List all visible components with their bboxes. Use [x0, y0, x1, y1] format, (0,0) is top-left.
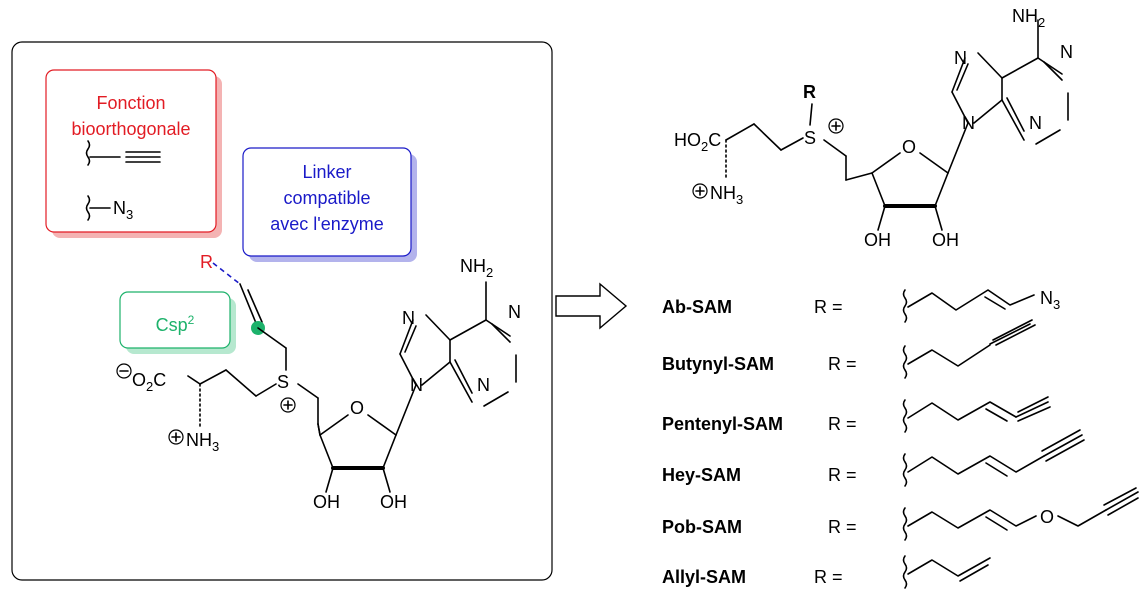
- sam-sulfur-label: S: [804, 128, 816, 148]
- n7-label: N: [402, 308, 415, 328]
- positive-charge-icon: [168, 429, 184, 445]
- svg-text:R =: R =: [814, 567, 843, 587]
- svg-text:R =: R =: [814, 297, 843, 317]
- sam-n3-label: N: [1029, 113, 1042, 133]
- sam-n9-label: N: [962, 113, 975, 133]
- bioorthogonal-box: [45, 69, 217, 233]
- svg-text:R =: R =: [828, 465, 857, 485]
- analogue-allyl-sam: Allyl-SAM R =: [662, 555, 991, 589]
- oh-label-2: OH: [380, 492, 407, 512]
- sam-n1-label: N: [1060, 42, 1073, 62]
- svg-text:Butynyl-SAM: Butynyl-SAM: [662, 354, 774, 374]
- ab-sam-n3-label: N3: [1040, 288, 1060, 312]
- analogue-butynyl-sam: Butynyl-SAM R =: [662, 319, 1036, 379]
- n3-label: N: [477, 375, 490, 395]
- positive-charge-icon: [280, 397, 296, 413]
- csp2-label: Csp2: [120, 307, 230, 338]
- linker-line-3: avec l'enzyme: [270, 214, 384, 234]
- svg-text:R =: R =: [828, 414, 857, 434]
- bioorthogonal-line-2: bioorthogonale: [71, 119, 191, 139]
- oh-label-1: OH: [313, 492, 340, 512]
- sam-ring-o-label: O: [902, 137, 916, 157]
- n1-label: N: [508, 302, 521, 322]
- linker-label: Linker compatible avec l'enzyme: [243, 159, 411, 237]
- linker-line-2: compatible: [283, 188, 371, 208]
- sulfonium-s-label: S: [277, 372, 289, 392]
- sam-oh-label-1: OH: [864, 230, 891, 250]
- transformation-arrow-icon: [555, 282, 628, 330]
- svg-text:Pob-SAM: Pob-SAM: [662, 517, 742, 537]
- amine-label: NH2: [460, 256, 493, 280]
- pob-sam-o-label: O: [1040, 507, 1054, 527]
- sam-oh-label-2: OH: [932, 230, 959, 250]
- ammonium-label: NH3: [186, 430, 219, 454]
- sam-acid-label: HO2C: [674, 130, 721, 154]
- analogue-pentenyl-sam: Pentenyl-SAM R =: [662, 396, 1051, 434]
- sam-r-label: R: [803, 82, 816, 102]
- linker-line-1: Linker: [302, 162, 352, 182]
- sam-ammonium-label: NH3: [710, 183, 743, 207]
- azide-n-label: N3: [113, 198, 133, 222]
- wavy-bond-icon: [902, 507, 908, 541]
- svg-text:R =: R =: [828, 517, 857, 537]
- sam-amine-label: NH2: [1012, 6, 1045, 30]
- linker-dashed-bond: [212, 262, 241, 285]
- analogue-ab-sam: Ab-SAM R = N3: [662, 288, 1060, 323]
- svg-text:R =: R =: [828, 354, 857, 374]
- wavy-bond-icon: [85, 195, 91, 221]
- svg-text:Pentenyl-SAM: Pentenyl-SAM: [662, 414, 783, 434]
- wavy-bond-icon: [902, 555, 908, 589]
- positive-charge-icon: [692, 183, 708, 199]
- svg-text:Allyl-SAM: Allyl-SAM: [662, 567, 746, 587]
- carboxylate-label: O2C: [132, 370, 166, 394]
- csp2-box: [119, 291, 231, 349]
- svg-text:Hey-SAM: Hey-SAM: [662, 465, 741, 485]
- sam-n7-label: N: [954, 48, 967, 68]
- wavy-bond-icon: [85, 140, 91, 166]
- analogue-hey-sam: Hey-SAM R =: [662, 429, 1085, 487]
- svg-text:Ab-SAM: Ab-SAM: [662, 297, 732, 317]
- bioorthogonal-label: Fonction bioorthogonale: [46, 90, 216, 142]
- wavy-bond-icon: [902, 453, 908, 487]
- csp2-text: Csp: [155, 315, 188, 335]
- positive-charge-icon: [828, 118, 844, 134]
- analogue-pob-sam: Pob-SAM R = O: [662, 487, 1139, 541]
- ring-o-label: O: [350, 398, 364, 418]
- wavy-bond-icon: [902, 289, 908, 323]
- wavy-bond-icon: [902, 399, 908, 433]
- r-group-label: R: [200, 252, 213, 272]
- concept-panel-frame: [11, 41, 553, 581]
- wavy-bond-icon: [902, 345, 908, 379]
- csp2-superscript: 2: [187, 313, 195, 327]
- bioorthogonal-line-1: Fonction: [96, 93, 166, 113]
- n9-label: N: [410, 375, 423, 395]
- negative-charge-icon: [116, 363, 132, 379]
- linker-box: [242, 147, 412, 257]
